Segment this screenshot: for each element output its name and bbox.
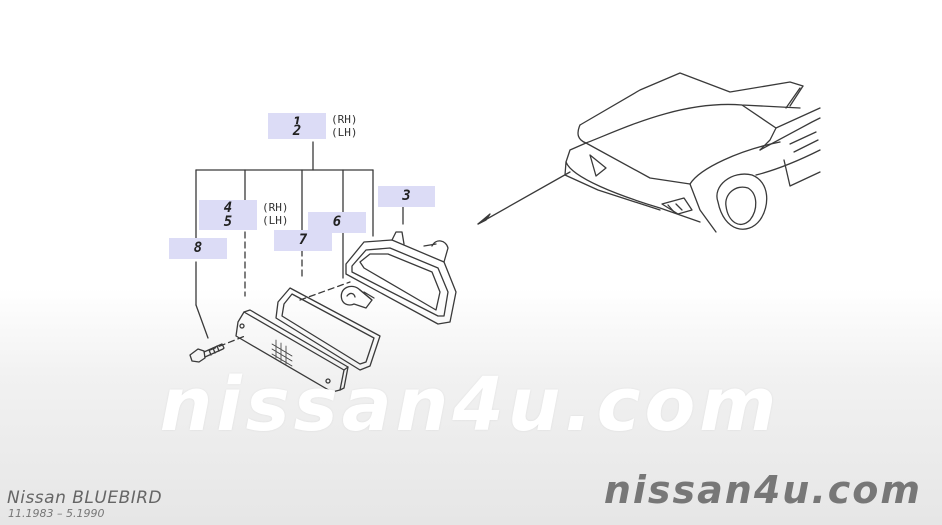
lens-part [235,309,349,393]
leader-lines [195,141,404,339]
watermark-corner: nissan4u.com [603,468,922,512]
callout-5: 5 [199,214,257,230]
watermark-center: nissan4u.com [159,362,781,448]
gasket-part [275,287,381,371]
callout-2-note: (LH) [331,126,358,139]
callout-2: 2 [268,124,326,139]
callout-1-note: (RH) [331,113,358,126]
callout-7: 7 [274,230,332,251]
callout-4: 4 [199,200,257,216]
callout-3: 3 [378,186,435,207]
callout-4-note: (RH) [262,201,289,214]
bulb-part [340,285,375,309]
callout-8: 8 [169,238,227,259]
housing-part [345,231,457,325]
model-dates: 11.1983 – 5.1990 [8,507,105,520]
model-title: Nissan BLUEBIRD [7,488,163,508]
callout-5-note: (LH) [262,214,289,227]
car-outline [564,72,821,233]
callout-6: 6 [308,212,366,233]
screw-part [189,343,225,363]
pointer-arrow [477,171,571,225]
